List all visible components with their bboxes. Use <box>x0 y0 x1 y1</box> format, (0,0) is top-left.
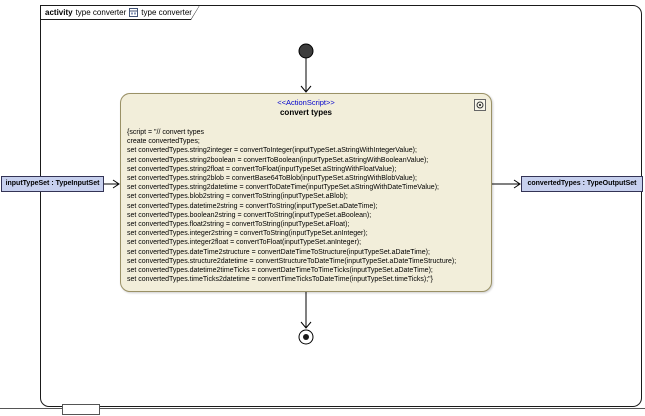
script-line: set convertedTypes.structure2datetime = … <box>127 257 457 265</box>
action-convert-types[interactable]: <<ActionScript>> convert types {script =… <box>120 93 492 292</box>
activity-frame <box>40 5 642 407</box>
arrowhead-initial-to-action <box>300 85 312 93</box>
initial-node[interactable] <box>298 43 314 59</box>
arrowhead-action-to-final <box>300 321 312 329</box>
input-parameter-node[interactable]: inputTypeSet : TypeInputSet <box>1 176 104 192</box>
script-line: set convertedTypes.timeTicks2datetime = … <box>127 276 433 284</box>
script-line: set convertedTypes.blob2string = convert… <box>127 193 348 201</box>
script-line: set convertedTypes.boolean2string = conv… <box>127 211 372 219</box>
output-parameter-label: convertedTypes : TypeOutputSet <box>527 180 637 187</box>
activity-final-node-dot <box>303 334 309 340</box>
arrowhead-input-to-action <box>112 179 120 189</box>
script-line: set convertedTypes.integer2float = conve… <box>127 239 362 247</box>
script-line: set convertedTypes.string2float = conver… <box>127 165 397 173</box>
diagram-icon <box>129 8 138 17</box>
h-scrollbar-thumb[interactable] <box>62 404 100 415</box>
script-line: set convertedTypes.string2integer = conv… <box>127 147 417 155</box>
script-line: set convertedTypes.datetime2string = con… <box>127 202 378 210</box>
action-name: convert types <box>279 108 333 117</box>
input-parameter-label: inputTypeSet : TypeInputSet <box>5 180 100 187</box>
script-line: set convertedTypes.float2string = conver… <box>127 221 350 229</box>
script-line: set convertedTypes.integer2string = conv… <box>127 230 368 238</box>
script-line: create convertedTypes; <box>127 138 200 146</box>
script-line: set convertedTypes.string2boolean = conv… <box>127 156 429 164</box>
output-parameter-node[interactable]: convertedTypes : TypeOutputSet <box>521 176 643 192</box>
action-stereotype: <<ActionScript>> <box>277 98 335 107</box>
frame-activity-name: type converter <box>75 8 127 17</box>
frame-diagram-name: type converter <box>141 8 192 17</box>
arrowhead-action-to-output <box>513 179 521 189</box>
script-line: set convertedTypes.string2blob = convert… <box>127 175 417 183</box>
canvas-bottom-border <box>0 408 645 409</box>
frame-keyword: activity <box>45 8 73 17</box>
script-line: set convertedTypes.string2datetime = con… <box>127 184 439 192</box>
script-icon[interactable] <box>474 98 486 111</box>
script-line: set convertedTypes.dateTime2structure = … <box>127 248 430 256</box>
action-script-body: {script = "// convert types create conve… <box>127 128 488 289</box>
script-line: set convertedTypes.datetime2timeTicks = … <box>127 267 433 275</box>
frame-header-label: activity type converter type converter <box>41 6 199 19</box>
script-line: {script = "// convert types <box>127 129 204 136</box>
